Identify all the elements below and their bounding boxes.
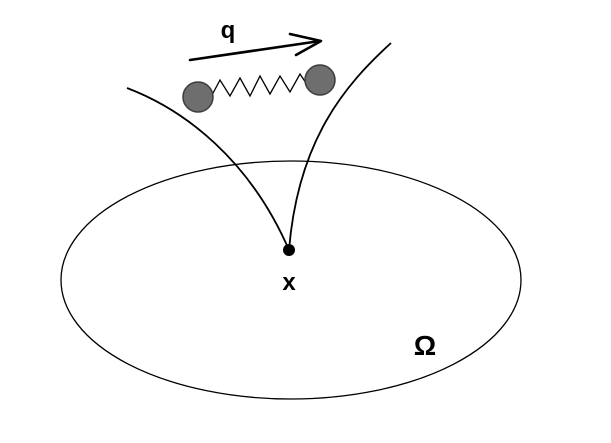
vector-q-arrow-shaft: [188, 39, 322, 62]
point-x-label: x: [282, 269, 296, 296]
left-bead-circle-icon: [182, 81, 214, 113]
arrow-right-icon: [288, 32, 323, 57]
point-x-dot: [283, 244, 295, 256]
left-trajectory-curve: [126, 87, 290, 251]
vector-q-label: q: [221, 17, 236, 44]
spring-icon: [211, 72, 309, 98]
region-omega-label: Ω: [414, 330, 436, 361]
right-trajectory-curve: [288, 42, 392, 251]
right-bead-circle-icon: [304, 64, 336, 96]
region-omega-ellipse: [60, 160, 522, 400]
